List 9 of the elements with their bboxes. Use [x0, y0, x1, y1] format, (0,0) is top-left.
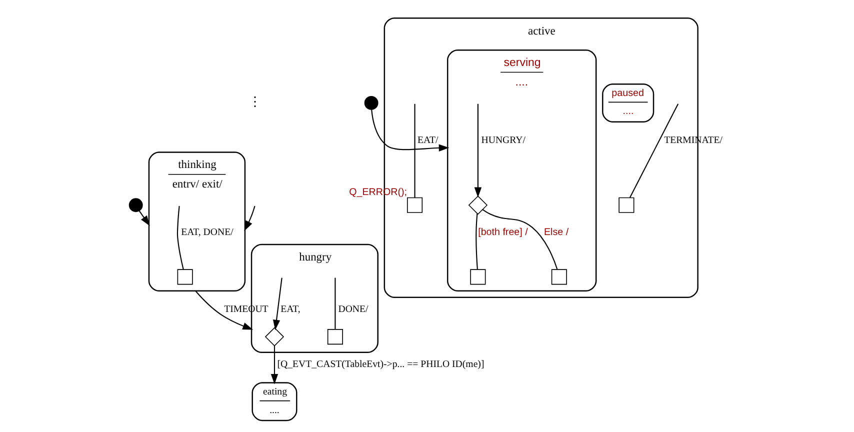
edge-label: EAT/ [417, 134, 438, 146]
label: ⋮ [248, 94, 261, 110]
edge-label: [Q_EVT_CAST(TableEvt)->p... == PHILO ID(me)] [276, 358, 484, 370]
edge-label: DONE/ [338, 304, 368, 315]
edge-label: Else / [544, 227, 568, 238]
edge-label: EAT, [280, 304, 300, 315]
edge-label: [both free] / [478, 227, 528, 238]
edge-label: HUNGRY/ [480, 134, 526, 146]
edge-label: EAT, DONE/ [180, 227, 233, 238]
